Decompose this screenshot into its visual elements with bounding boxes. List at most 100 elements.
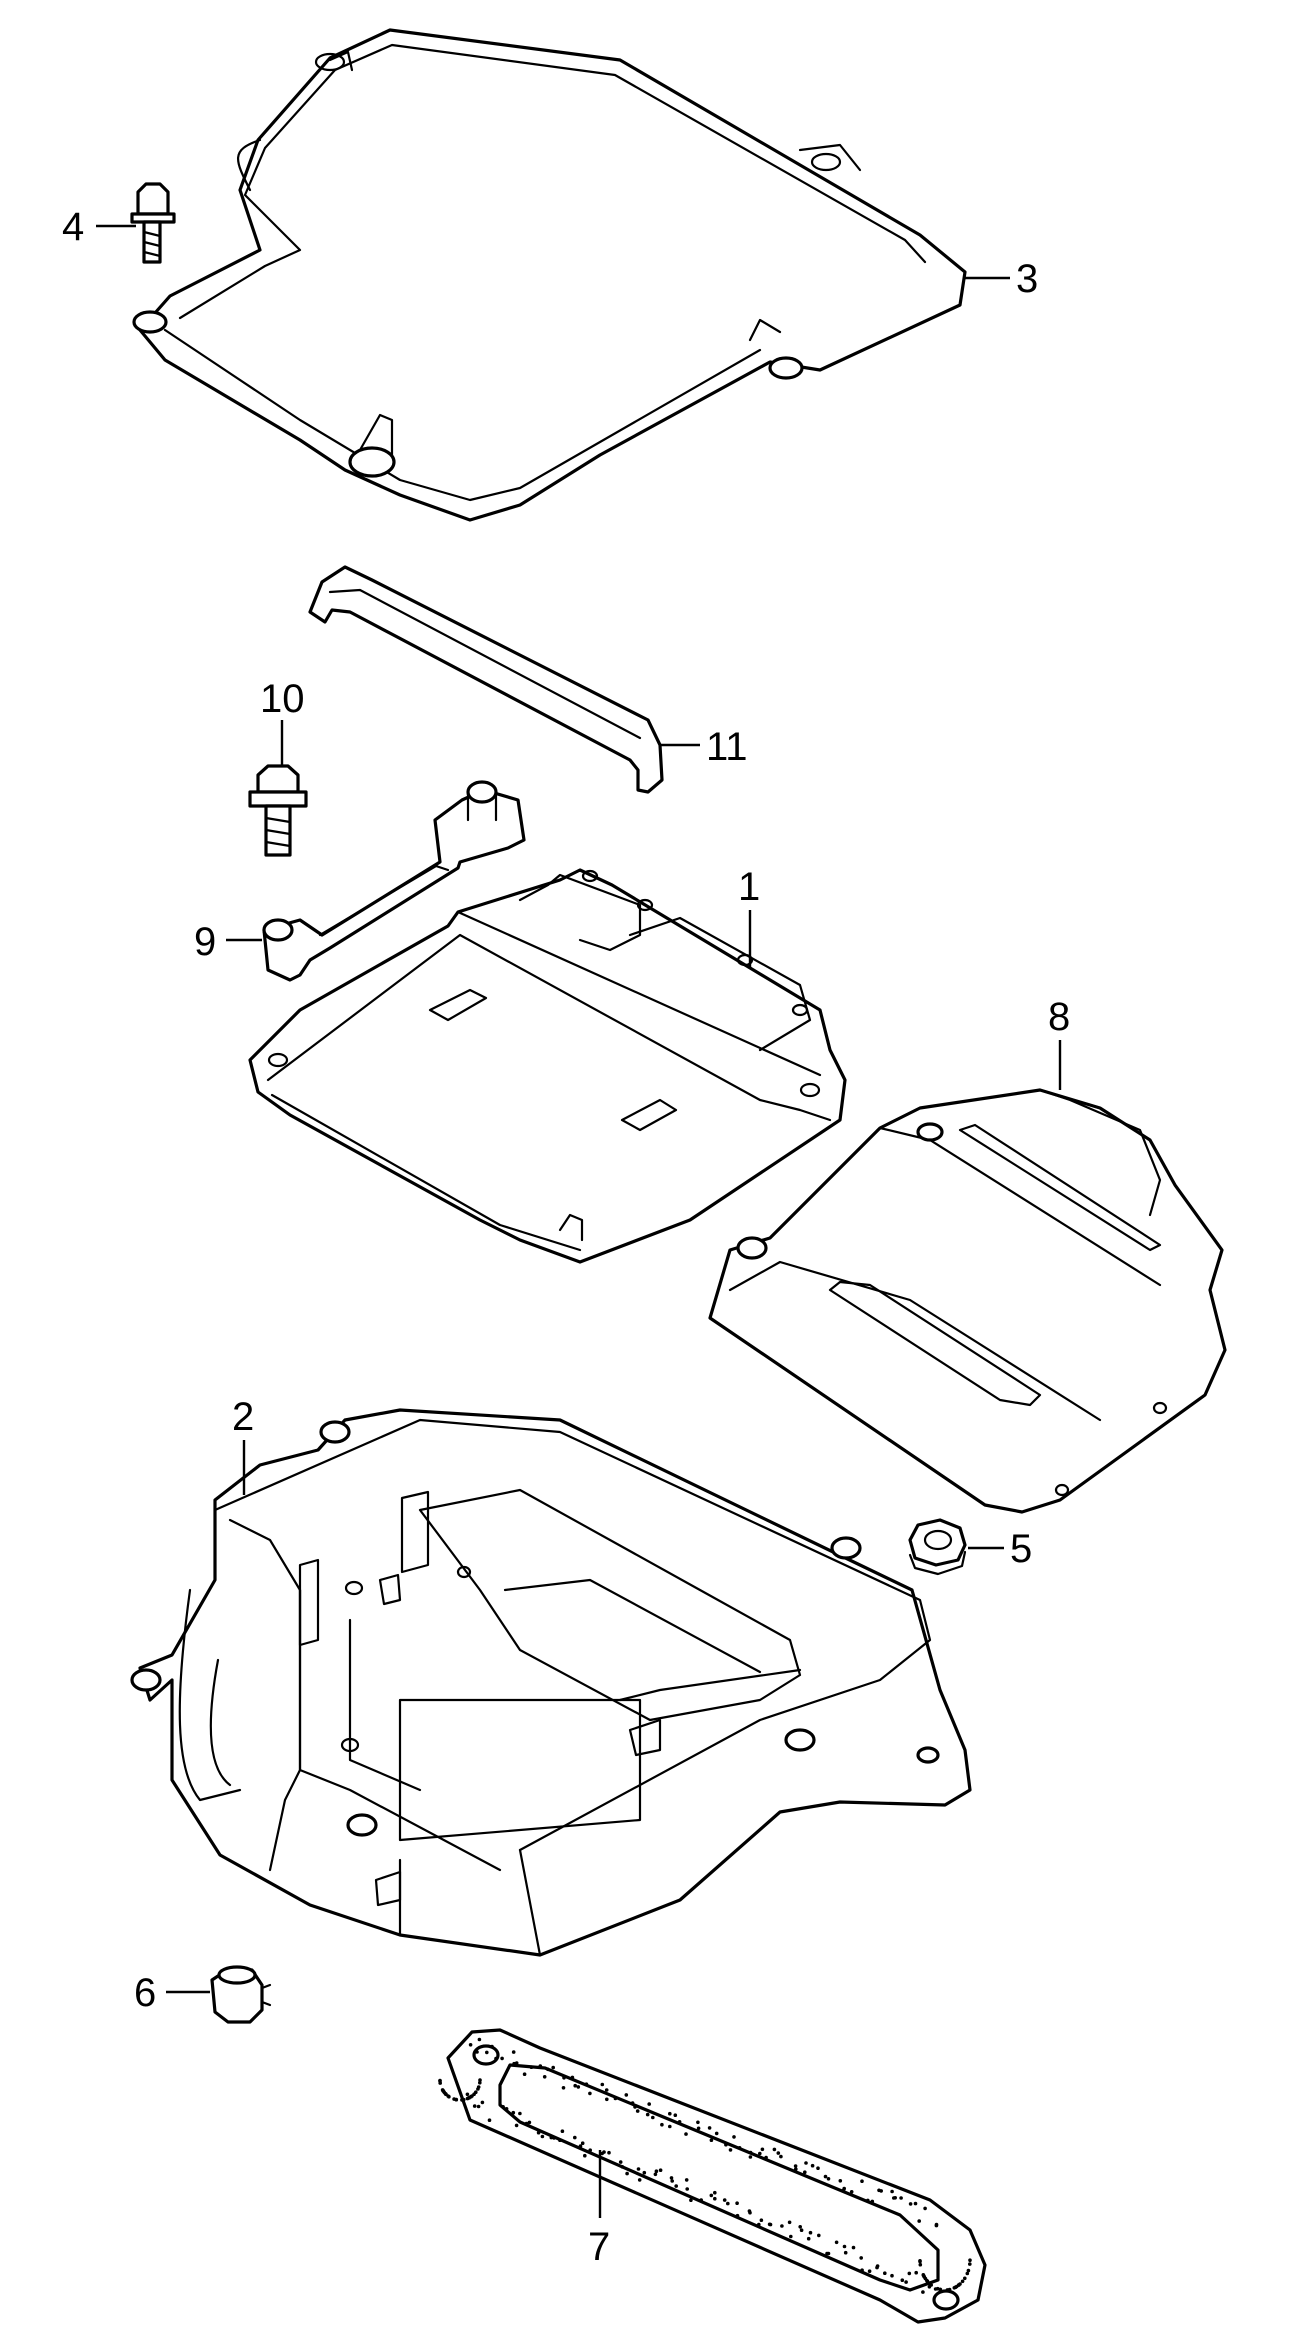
gasket-stipple-dot	[968, 2262, 972, 2266]
gasket-stipple-dot	[480, 2100, 485, 2105]
gasket-stipple-dot	[709, 2193, 714, 2198]
gasket-stipple-dot	[808, 2230, 813, 2235]
gasket-stipple-dot	[737, 2146, 742, 2150]
gasket-stipple-dot	[757, 2222, 761, 2227]
gasket-stipple-dot	[935, 2286, 940, 2291]
part-7-gasket	[438, 2028, 987, 2324]
gasket-stipple-dot	[501, 2105, 505, 2109]
gasket-stipple-dot	[724, 2142, 728, 2147]
gasket-stipple-dot	[963, 2276, 967, 2281]
gasket-stipple-dot	[573, 2083, 577, 2088]
gasket-stipple-dot	[600, 2082, 605, 2087]
gasket-stipple-dot	[696, 2126, 701, 2131]
gasket-stipple-dot	[816, 2166, 820, 2170]
gasket-stipple-dot	[529, 2065, 534, 2069]
gasket-stipple-dot	[892, 2196, 896, 2200]
gasket-stipple-dot	[913, 2201, 918, 2206]
gasket-stipple-dot	[633, 2105, 637, 2109]
gasket-stipple-dot	[511, 2110, 516, 2115]
gasket-stipple-dot	[760, 2147, 765, 2152]
gasket-stipple-dot	[620, 2165, 625, 2169]
part-4-bolt	[130, 182, 176, 264]
gasket-stipple-dot	[804, 2161, 808, 2165]
gasket-stipple-dot	[487, 2118, 492, 2122]
gasket-stipple-dot	[779, 2154, 783, 2159]
gasket-stipple-dot	[654, 2169, 659, 2173]
gasket-stipple-dot	[478, 2080, 482, 2085]
gasket-stipple-dot	[504, 2107, 509, 2111]
part-8-shield-plate	[708, 1088, 1227, 1514]
gasket-stipple-dot	[787, 2220, 792, 2225]
gasket-stipple-dot	[438, 2078, 442, 2083]
gasket-stipple-dot	[465, 2092, 470, 2097]
gasket-stipple-dot	[468, 2043, 473, 2047]
gasket-stipple-dot	[625, 2171, 629, 2176]
gasket-stipple-dot	[709, 2138, 714, 2142]
callout-9: 9	[194, 920, 216, 964]
gasket-stipple-dot	[958, 2282, 962, 2286]
gasket-stipple-dot	[546, 2067, 550, 2072]
gasket-stipple-dot	[826, 2251, 831, 2256]
gasket-stipple-dot	[605, 2097, 609, 2102]
gasket-stipple-dot	[806, 2236, 811, 2241]
gasket-stipple-dot	[707, 2126, 712, 2130]
gasket-stipple-dot	[780, 2224, 784, 2228]
gasket-stipple-dot	[918, 2262, 923, 2267]
part-2-housing-base	[130, 1408, 972, 1957]
gasket-stipple-dot	[966, 2268, 971, 2273]
gasket-stipple-dot	[562, 2076, 566, 2080]
gasket-stipple-dot	[728, 2148, 733, 2152]
gasket-stipple-dot	[584, 2082, 589, 2086]
gasket-stipple-dot	[500, 2056, 504, 2061]
gasket-stipple-dot	[607, 2150, 611, 2155]
gasket-stipple-dot	[960, 2279, 965, 2284]
gasket-stipple-dot	[860, 2179, 864, 2183]
leader-lines	[96, 224, 1062, 2218]
gasket-stipple-dot	[810, 2163, 815, 2168]
gasket-stipple-dot	[803, 2170, 807, 2174]
gasket-stipple-dot	[826, 2177, 831, 2181]
gasket-stipple-dot	[899, 2196, 903, 2200]
gasket-stipple-dot	[518, 2111, 522, 2116]
gasket-stipple-dot	[549, 2135, 554, 2140]
gasket-stipple-dot	[883, 2271, 887, 2275]
part-11-bracket-strap	[308, 565, 664, 794]
gasket-stipple-dot	[859, 2256, 863, 2260]
gasket-stipple-dot	[699, 2198, 703, 2202]
gasket-stipple-dot	[684, 2178, 689, 2182]
gasket-stipple-dot	[860, 2268, 864, 2272]
gasket-stipple-dot	[925, 2279, 930, 2284]
gasket-stipple-dot	[552, 2136, 556, 2140]
gasket-stipple-dot	[540, 2134, 545, 2139]
gasket-stipple-dot	[907, 2271, 912, 2276]
gasket-stipple-dot	[647, 2102, 651, 2106]
gasket-stipple-dot	[613, 2096, 618, 2101]
gasket-stipple-dot	[921, 2290, 925, 2294]
gasket-stipple-dot	[485, 2050, 489, 2055]
gasket-stipple-dot	[748, 2150, 753, 2155]
gasket-stipple-dot	[602, 2150, 606, 2154]
gasket-stipple-dot	[914, 2270, 918, 2275]
gasket-stipple-dot	[580, 2141, 585, 2145]
gasket-stipple-dot	[588, 2091, 592, 2096]
gasket-stipple-dot	[917, 2219, 921, 2223]
gasket-stipple-dot	[947, 2287, 952, 2292]
gasket-stipple-dot	[660, 2122, 664, 2127]
gasket-stipple-dot	[714, 2131, 719, 2136]
part-9-holder	[262, 780, 526, 982]
gasket-stipple-dot	[561, 2086, 566, 2090]
gasket-stipple-dot	[834, 2240, 839, 2245]
gasket-stipple-dot	[542, 2075, 547, 2079]
part-10-torx-bolt	[248, 764, 308, 857]
gasket-stipple-dot	[923, 2276, 928, 2281]
gasket-stipple-dot	[918, 2259, 922, 2263]
gasket-stipple-dot	[670, 2179, 674, 2183]
gasket-stipple-dot	[689, 2198, 693, 2202]
gasket-stipple-dot	[735, 2201, 739, 2205]
gasket-stipple-dot	[764, 2155, 768, 2160]
callout-5: 5	[1010, 1527, 1032, 1571]
gasket-stipple-dot	[732, 2135, 736, 2139]
gasket-stipple-dot	[668, 2111, 672, 2116]
gasket-stipple-dot	[478, 2078, 482, 2082]
gasket-stipple-dot	[452, 2097, 456, 2101]
